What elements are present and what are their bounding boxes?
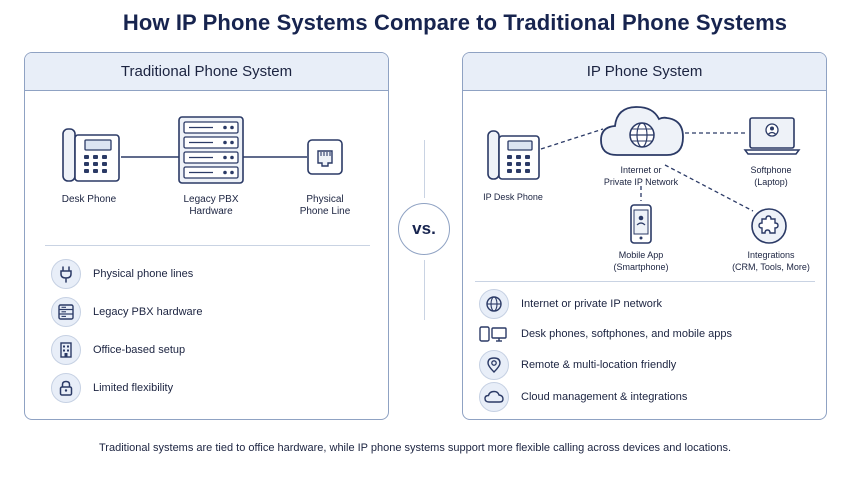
- lock-icon: [51, 373, 81, 403]
- network-label-line2: Private IP Network: [603, 177, 679, 187]
- network-label: Internet or Private IP Network: [591, 164, 691, 188]
- softphone-label-line2: (Laptop): [754, 177, 788, 187]
- feature-label: Office-based setup: [93, 344, 186, 356]
- softphone-label: Softphone (Laptop): [731, 164, 811, 188]
- traditional-panel-heading: Traditional Phone System: [25, 53, 388, 91]
- cloud-network-icon: [600, 106, 684, 156]
- globe-icon: [479, 289, 509, 319]
- cloud-icon: [479, 382, 509, 412]
- location-pin-icon: [479, 350, 509, 380]
- integrations-puzzle-icon: [751, 208, 787, 244]
- ip-desk-phone-label: IP Desk Phone: [483, 192, 543, 202]
- ip-divider: [475, 281, 815, 282]
- integrations-label-line2: (CRM, Tools, More): [732, 262, 810, 272]
- feature-physical-lines: Physical phone lines: [51, 259, 193, 289]
- pbx-label-line2: Hardware: [189, 206, 233, 217]
- feature-label: Legacy PBX hardware: [93, 306, 203, 318]
- server-icon: [51, 297, 81, 327]
- phone-jack-icon: [307, 139, 343, 175]
- building-icon: [51, 335, 81, 365]
- feature-label: Cloud management & integrations: [521, 391, 688, 403]
- laptop-softphone-icon: [743, 117, 801, 155]
- feature-legacy-pbx: Legacy PBX hardware: [51, 297, 202, 327]
- phone-line-label: Physical Phone Line: [285, 194, 365, 218]
- mobile-app-label-line2: (Smartphone): [613, 262, 669, 272]
- integrations-label: Integrations (CRM, Tools, More): [721, 249, 821, 273]
- desk-phone-icon: [62, 128, 120, 182]
- vs-divider-top: [424, 140, 425, 198]
- softphone-label-line1: Softphone: [750, 165, 792, 175]
- vs-divider-bottom: [424, 260, 425, 320]
- ip-desk-phone-icon: [487, 130, 540, 180]
- ip-connection-lines: [540, 128, 754, 212]
- feature-label: Limited flexibility: [93, 382, 174, 394]
- feature-devices: Desk phones, softphones, and mobile apps: [479, 319, 732, 349]
- feature-remote-friendly: Remote & multi-location friendly: [479, 350, 676, 380]
- network-label-line1: Internet or: [620, 165, 662, 175]
- feature-label: Desk phones, softphones, and mobile apps: [521, 328, 732, 340]
- mobile-app-label-line1: Mobile App: [618, 250, 664, 260]
- ip-panel: IP Phone System IP Desk Phone Internet o…: [462, 52, 827, 420]
- pbx-server-icon: [178, 116, 244, 184]
- pbx-label: Legacy PBX Hardware: [171, 194, 251, 218]
- feature-office-based: Office-based setup: [51, 335, 185, 365]
- ip-panel-heading: IP Phone System: [463, 53, 826, 91]
- mobile-app-label: Mobile App (Smartphone): [601, 249, 681, 273]
- traditional-panel: Traditional Phone System Desk Phone: [24, 52, 389, 420]
- vs-badge: vs.: [398, 203, 450, 255]
- integrations-label-line1: Integrations: [747, 250, 795, 260]
- feature-label: Physical phone lines: [93, 268, 194, 280]
- phone-line-label-line1: Physical: [306, 194, 344, 205]
- plug-icon: [51, 259, 81, 289]
- pbx-label-line1: Legacy PBX: [183, 194, 239, 205]
- page-title: How IP Phone Systems Compare to Traditio…: [122, 10, 788, 35]
- devices-icon: [479, 319, 509, 349]
- phone-line-label-line2: Phone Line: [299, 206, 351, 217]
- traditional-connection-lines: [121, 156, 307, 158]
- smartphone-icon: [630, 204, 652, 244]
- feature-cloud-management: Cloud management & integrations: [479, 382, 687, 412]
- desk-phone-label: Desk Phone: [61, 194, 117, 205]
- feature-label: Internet or private IP network: [521, 298, 663, 310]
- traditional-divider: [45, 245, 370, 246]
- feature-ip-network: Internet or private IP network: [479, 289, 662, 319]
- footer-caption: Traditional systems are tied to office h…: [99, 442, 731, 454]
- feature-label: Remote & multi-location friendly: [521, 359, 677, 371]
- feature-limited-flexibility: Limited flexibility: [51, 373, 173, 403]
